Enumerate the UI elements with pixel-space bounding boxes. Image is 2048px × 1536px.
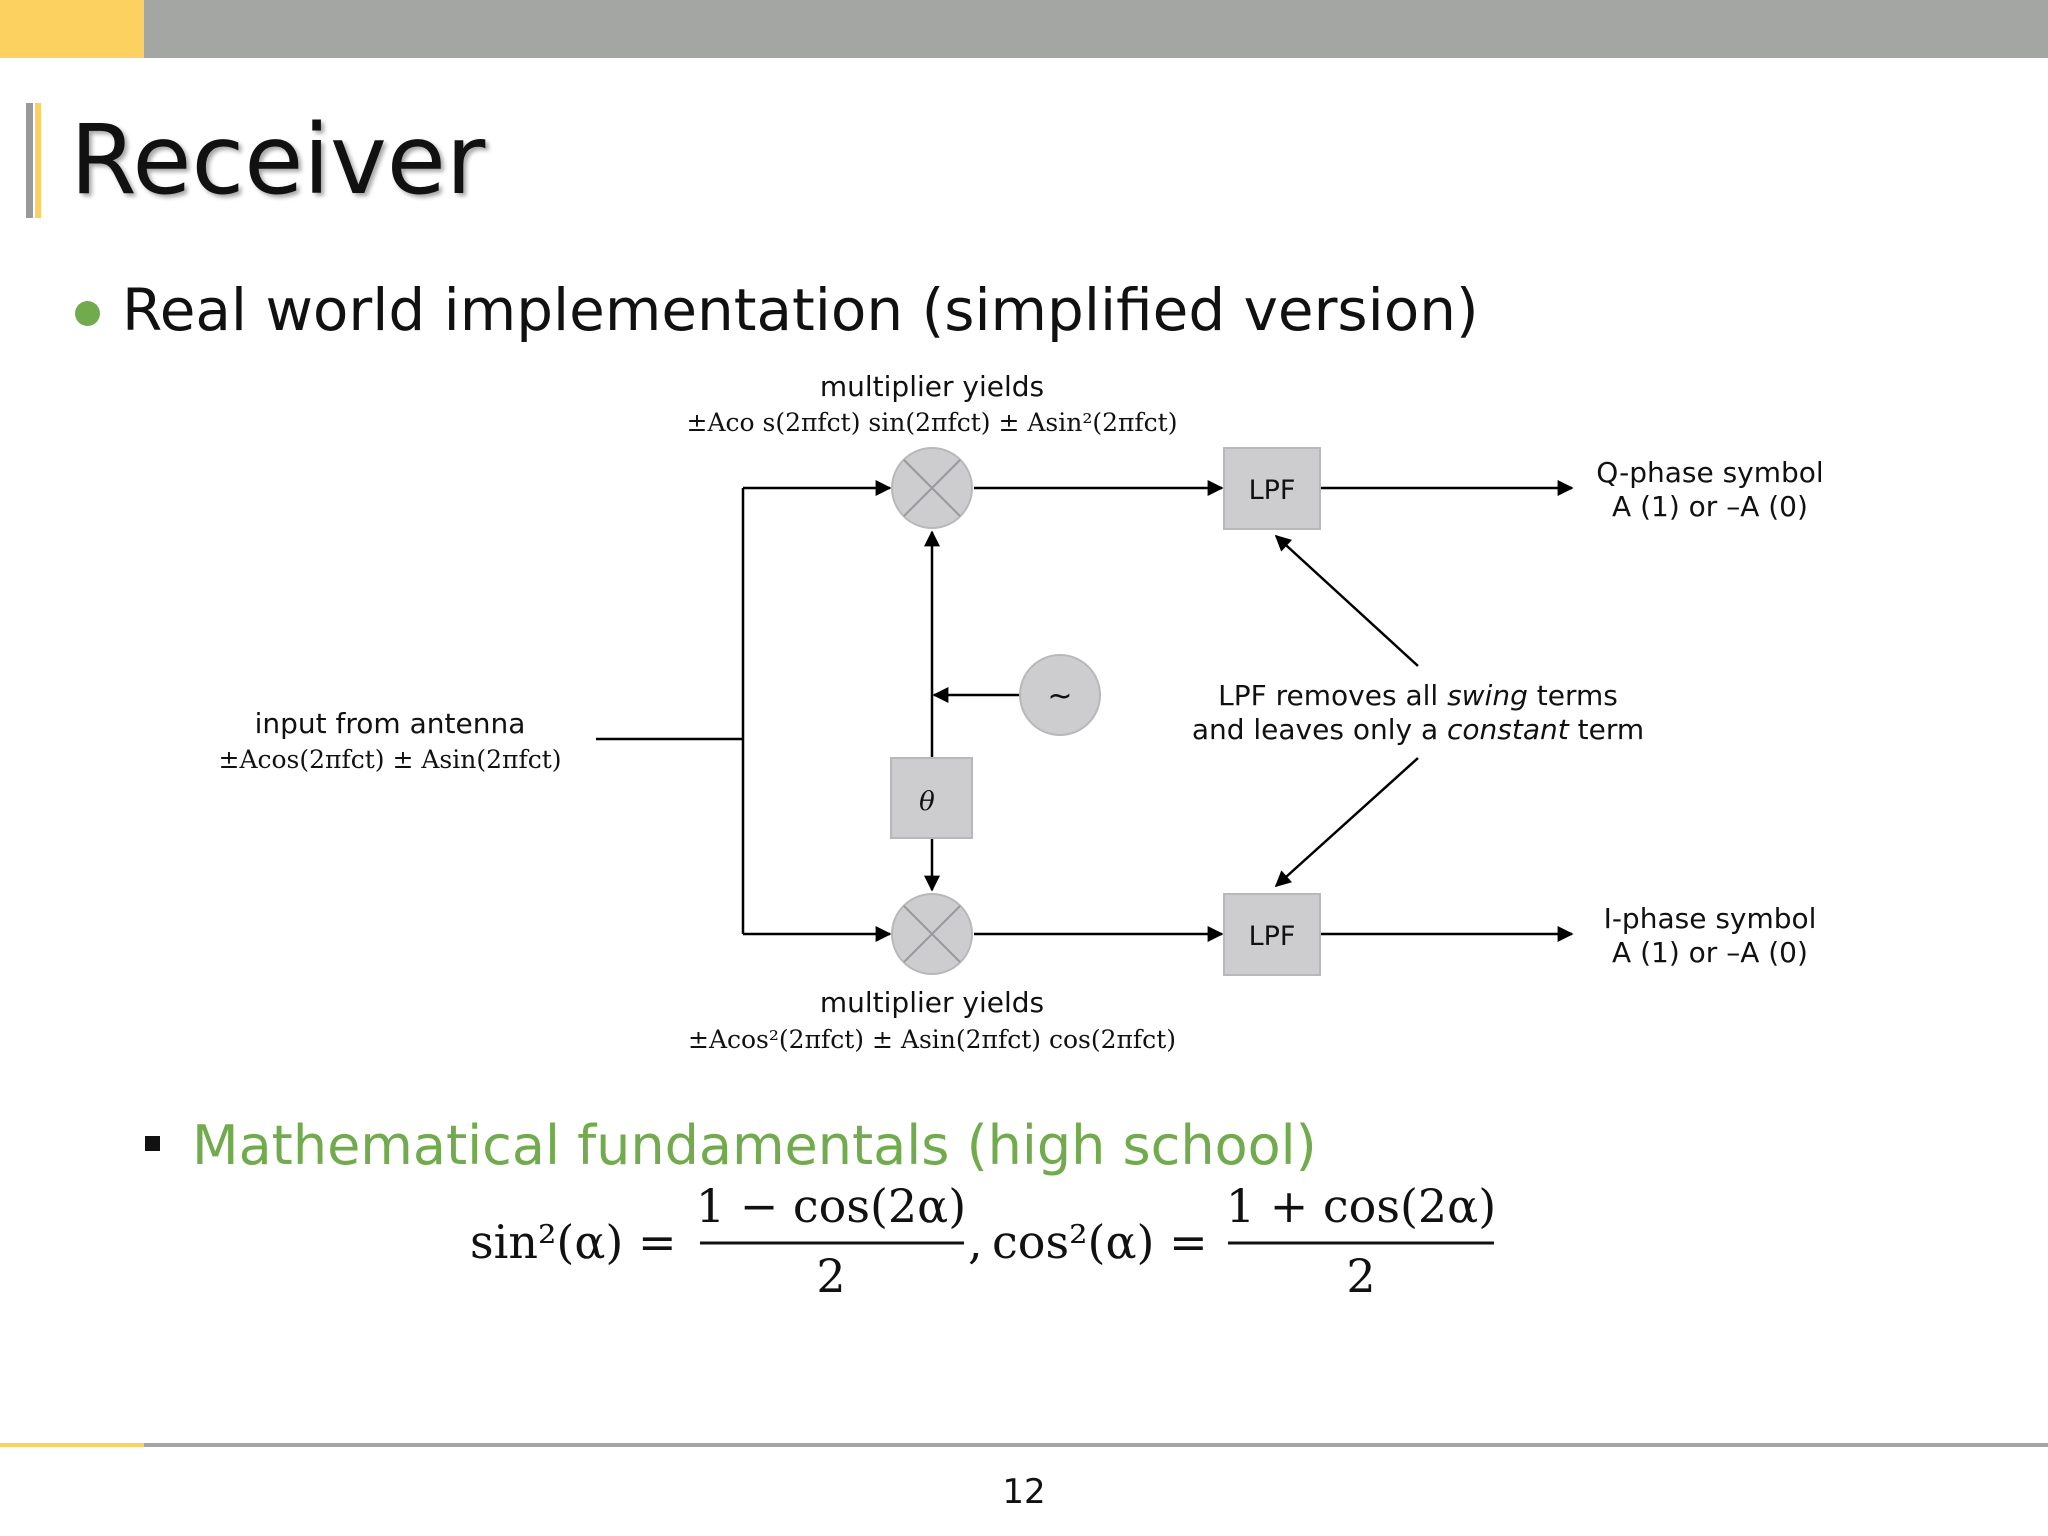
phase-shifter-symbol: θ (919, 787, 935, 817)
signal-wires (596, 480, 1574, 942)
title-marker-yellow (35, 103, 41, 218)
identity-num-sin: 1 − cos(2α) (696, 1179, 966, 1233)
sub-bullet-square-icon (145, 1136, 160, 1151)
i-output-line1: I-phase symbol (1604, 902, 1817, 935)
input-label: input from antenna (255, 707, 526, 740)
top-mixer-label: multiplier yields (820, 370, 1044, 403)
top-mixer (891, 447, 973, 529)
note-to-bottom-lpf-arrow (1274, 757, 1419, 888)
top-mixer-formula: ±Aco s(2πfᴄt) sin(2πfᴄt) ± Asin²(2πfᴄt) (687, 408, 1178, 437)
bottom-mixer-cross-b (903, 905, 961, 963)
q-output-line2: A (1) or –A (0) (1612, 490, 1808, 523)
identity-den-cos: 2 (1346, 1249, 1375, 1303)
i-output-line2: A (1) or –A (0) (1612, 936, 1808, 969)
lpf-note-line2: and leaves only a constant term (1192, 713, 1644, 746)
bottom-mixer (891, 893, 973, 975)
top-banner-accent (0, 0, 144, 58)
title-marker-grey (26, 103, 33, 218)
oscillator-symbol: ~ (1047, 679, 1072, 714)
main-bullet: Real world implementation (simplified ve… (122, 276, 1479, 344)
top-mixer-cross-b (903, 459, 961, 517)
oscillator-circle (1019, 654, 1101, 736)
bottom-mixer-label: multiplier yields (820, 986, 1044, 1019)
identity-lhs-cos: cos²(α) = (992, 1215, 1208, 1269)
lpf-note-line1: LPF removes all swing terms (1218, 679, 1618, 712)
phase-shifter-box (890, 757, 973, 839)
note-to-top-lpf-arrow (1274, 534, 1419, 667)
sub-bullet: Mathematical fundamentals (high school) (192, 1114, 1317, 1177)
trig-identities: sin²(α) = 1 − cos(2α) 2 , cos²(α) = 1 + … (470, 1179, 1496, 1303)
bullet-dot-icon (75, 301, 100, 326)
slide-title: Receiver (70, 104, 486, 216)
top-lpf-box (1223, 447, 1321, 530)
footer-line-accent (0, 1443, 144, 1447)
identity-lhs-sin: sin²(α) = (470, 1215, 677, 1269)
input-formula: ±Acos(2πfᴄt) ± Asin(2πfᴄt) (219, 745, 562, 774)
page-number: 12 (1002, 1472, 1046, 1512)
footer-line (0, 1443, 2048, 1447)
q-output-line1: Q-phase symbol (1596, 456, 1823, 489)
identity-den-sin: 2 (816, 1249, 845, 1303)
bottom-lpf-box (1223, 893, 1321, 976)
identity-num-cos: 1 + cos(2α) (1226, 1179, 1496, 1233)
bottom-lpf-label: LPF (1249, 921, 1296, 952)
identity-separator: , (968, 1215, 983, 1269)
bottom-mixer-formula: ±Acos²(2πfᴄt) ± Asin(2πfᴄt) cos(2πfᴄt) (688, 1025, 1176, 1054)
top-lpf-label: LPF (1249, 475, 1296, 506)
top-banner (0, 0, 2048, 58)
